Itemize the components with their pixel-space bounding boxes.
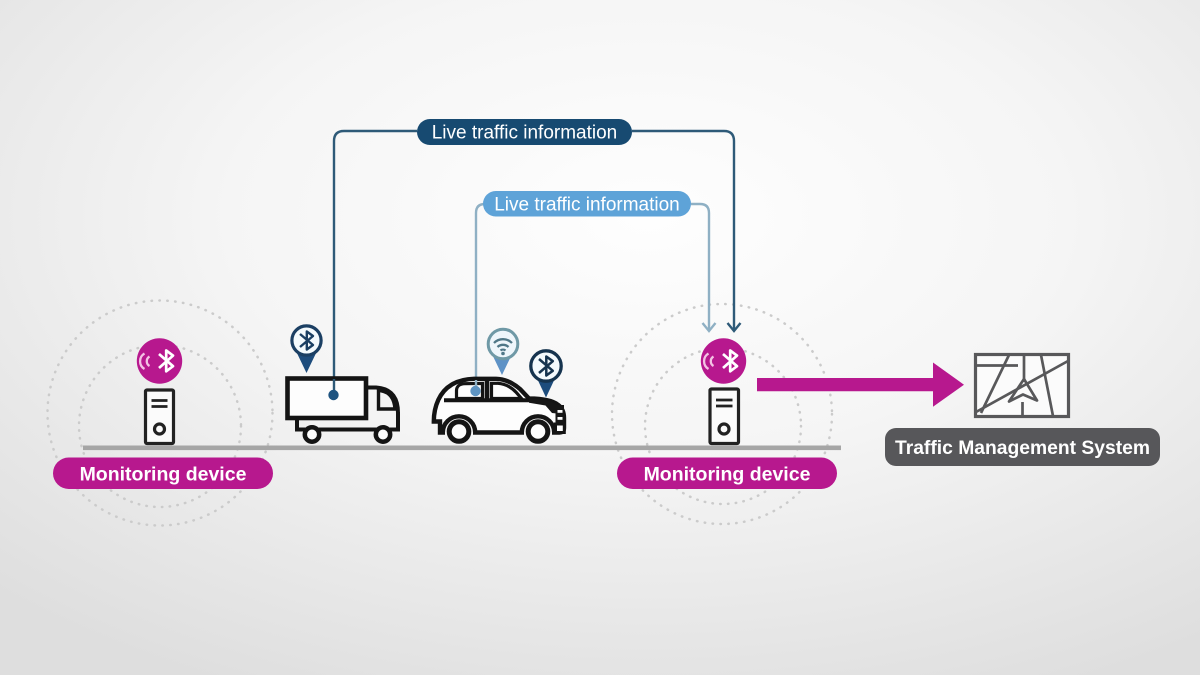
- svg-text:Traffic Management System: Traffic Management System: [895, 438, 1150, 459]
- svg-text:Live traffic information: Live traffic information: [432, 123, 618, 144]
- svg-text:Monitoring device: Monitoring device: [644, 464, 811, 486]
- svg-text:Monitoring device: Monitoring device: [80, 464, 247, 486]
- svg-text:Live traffic information: Live traffic information: [494, 195, 680, 216]
